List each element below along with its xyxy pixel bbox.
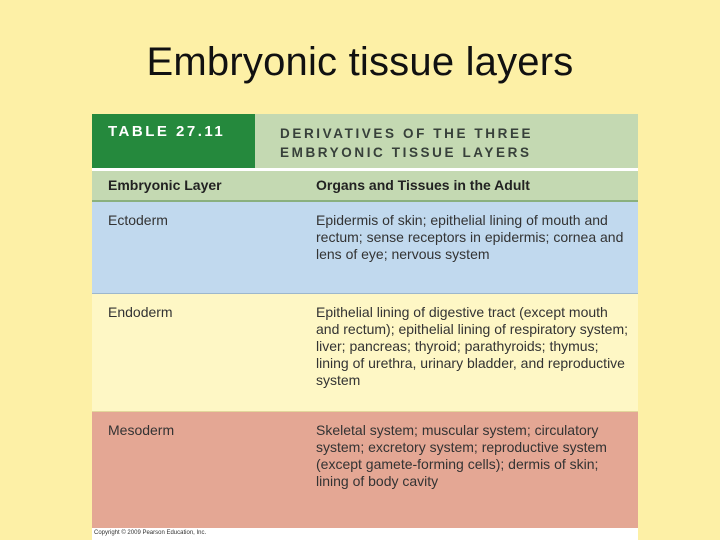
column-header-layer: Embryonic Layer <box>108 177 222 193</box>
table-row-endoderm: Endoderm Epithelial lining of digestive … <box>92 294 638 412</box>
copyright-notice: Copyright © 2009 Pearson Education, Inc. <box>94 530 207 536</box>
table-caption: DERIVATIVES OF THE THREE EMBRYONIC TISSU… <box>280 126 534 160</box>
organs-text: Skeletal system; muscular system; circul… <box>316 422 607 489</box>
organs-text: Epidermis of skin; epithelial lining of … <box>316 212 624 262</box>
layer-name: Mesoderm <box>108 422 175 438</box>
table-row-ectoderm: Ectoderm Epidermis of skin; epithelial l… <box>92 202 638 294</box>
slide-title: Embryonic tissue layers <box>146 40 574 84</box>
column-header-organs: Organs and Tissues in the Adult <box>316 177 530 193</box>
column-header-row: Embryonic Layer Organs and Tissues in th… <box>92 171 638 202</box>
table-header: TABLE 27.11 DERIVATIVES OF THE THREE EMB… <box>92 114 638 168</box>
table-row-mesoderm: Mesoderm Skeletal system; muscular syste… <box>92 412 638 528</box>
layer-name: Endoderm <box>108 304 173 320</box>
derivatives-table: TABLE 27.11 DERIVATIVES OF THE THREE EMB… <box>92 114 638 540</box>
layer-name: Ectoderm <box>108 212 168 228</box>
organs-text: Epithelial lining of digestive tract (ex… <box>316 304 629 388</box>
table-number: TABLE 27.11 <box>92 114 255 168</box>
